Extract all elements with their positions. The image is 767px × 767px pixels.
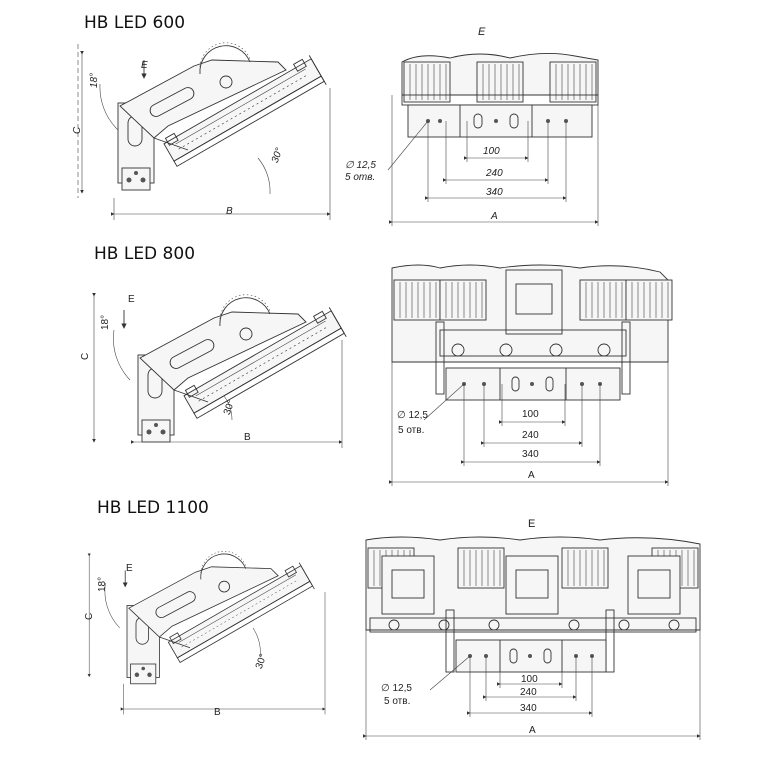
dim-b-800: B (244, 432, 251, 443)
model-title-800: HB LED 800 (94, 244, 196, 264)
hole-diameter-1100: ∅ 12,5 (381, 683, 412, 694)
angle-top-800: 18° (100, 314, 111, 330)
dim-c-600: C (72, 126, 83, 134)
dim-340-600: 340 (486, 187, 503, 198)
hole-count-600: 5 отв. (345, 172, 376, 183)
dim-b-1100: B (214, 707, 221, 718)
front-view-800 (389, 264, 673, 486)
hole-count-1100: 5 отв. (384, 696, 411, 707)
dim-100-600: 100 (483, 146, 500, 157)
dim-340-800: 340 (522, 449, 539, 460)
model-title-600: HB LED 600 (84, 13, 186, 33)
dim-340-1100: 340 (520, 703, 537, 714)
dim-c-800: C (80, 352, 91, 360)
dim-b-600: B (226, 206, 233, 217)
view-arrow-e-1100: E (126, 563, 133, 574)
hole-diameter-800: ∅ 12,5 (397, 410, 428, 421)
side-view-1100 (87, 550, 326, 715)
angle-top-1100: 18° (97, 576, 108, 592)
dim-100-1100: 100 (521, 674, 538, 685)
dim-c-1100: C (84, 612, 95, 620)
dim-a-800: A (528, 470, 535, 481)
dim-240-600: 240 (486, 168, 503, 179)
hole-diameter-600: ∅ 12,5 (345, 160, 376, 171)
dim-240-800: 240 (522, 430, 539, 441)
front-view-600 (387, 52, 599, 226)
view-arrow-e-600: E (141, 60, 148, 71)
dim-100-800: 100 (522, 409, 539, 420)
side-view-800 (92, 293, 347, 448)
hole-count-800: 5 отв. (398, 425, 425, 436)
view-e-600: E (478, 26, 486, 38)
dim-a-1100: A (529, 725, 536, 736)
side-view-600 (77, 42, 331, 220)
front-view-1100 (363, 536, 701, 740)
view-e-1100: E (528, 518, 536, 530)
model-title-1100: HB LED 1100 (97, 498, 209, 518)
dim-a-600: A (491, 211, 498, 222)
dim-240-1100: 240 (520, 687, 537, 698)
angle-top-600: 18° (89, 72, 100, 88)
view-arrow-e-800: E (128, 294, 135, 305)
